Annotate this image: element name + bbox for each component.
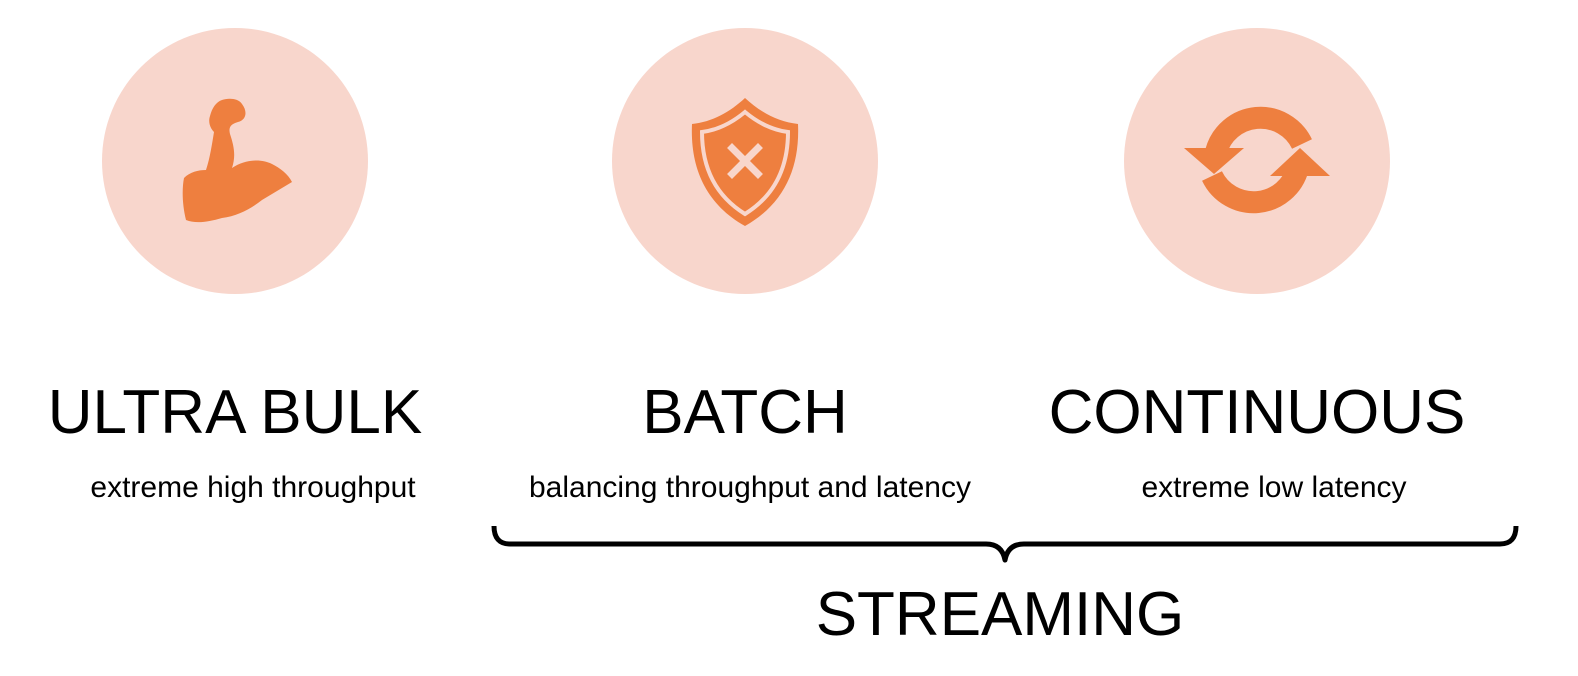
shield-x-icon xyxy=(691,98,799,226)
ultra-bulk-title: ULTRA BULK xyxy=(47,378,423,447)
ultra-bulk-subtitle: extreme high throughput xyxy=(90,471,416,504)
continuous-icon-circle xyxy=(1124,28,1390,294)
refresh-arrows-icon xyxy=(1184,106,1330,214)
streaming-label: STREAMING xyxy=(815,580,1185,649)
ultra-bulk-icon-circle xyxy=(102,28,368,294)
streaming-brace xyxy=(491,525,1519,563)
batch-title: BATCH xyxy=(642,378,848,447)
flexed-bicep-icon xyxy=(182,98,292,223)
batch-subtitle: balancing throughput and latency xyxy=(528,471,971,504)
batch-icon-circle xyxy=(612,28,878,294)
continuous-title: CONTINUOUS xyxy=(1048,378,1466,447)
continuous-subtitle: extreme low latency xyxy=(1141,471,1407,504)
